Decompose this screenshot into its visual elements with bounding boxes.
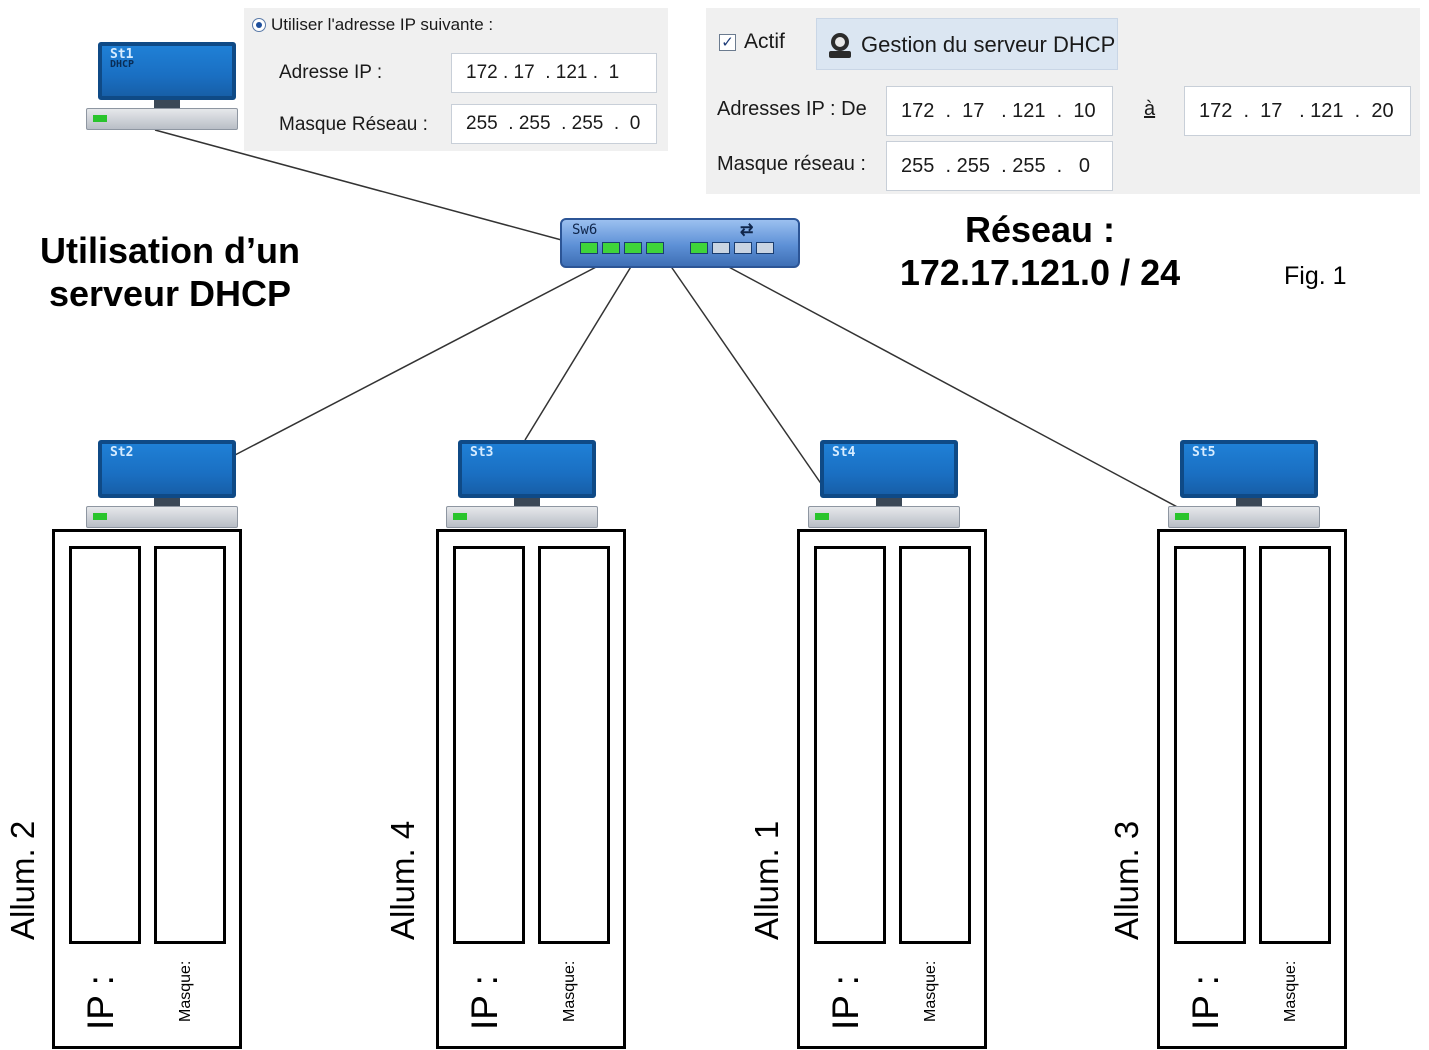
ip-label: IP : [80, 975, 121, 1030]
status-led [93, 115, 107, 122]
status-led [93, 513, 107, 520]
mask-answer-field[interactable] [538, 546, 610, 944]
ip-answer-field[interactable] [1174, 546, 1246, 944]
switch-port [734, 242, 752, 254]
station-answer-box: IP : Masque: [797, 529, 987, 1049]
computer-name: St3 [470, 445, 494, 460]
station-st4[interactable]: St4 [808, 440, 968, 540]
station-order-label: Allum. 3 [1108, 820, 1145, 940]
ip-label: IP : [825, 975, 866, 1030]
diagram-title: Utilisation d’un serveur DHCP [40, 230, 300, 314]
active-label: Actif [744, 30, 785, 53]
station-answer-box: IP : Masque: [1157, 529, 1347, 1049]
mask-label: Masque: [922, 960, 939, 1022]
switch-sw6[interactable]: Sw6 ⇄ [560, 218, 800, 268]
switch-port [580, 242, 598, 254]
station-order-label: Allum. 1 [748, 820, 785, 940]
switch-name: Sw6 [572, 222, 598, 238]
ip-answer-field[interactable] [69, 546, 141, 944]
station-order-label: Allum. 2 [4, 820, 41, 940]
static-ip-panel: Utiliser l'adresse IP suivante : Adresse… [244, 8, 668, 151]
subnet-mask-label: Masque Réseau : [279, 114, 428, 135]
network-address: 172.17.121.0 / 24 [899, 252, 1181, 293]
computer-base [86, 108, 238, 130]
mask-label: Masque: [1282, 960, 1299, 1022]
station-st3[interactable]: St3 [446, 440, 606, 540]
static-ip-radio-label: Utiliser l'adresse IP suivante : [271, 15, 494, 34]
station-answer-box: IP : Masque: [436, 529, 626, 1049]
switch-port [624, 242, 642, 254]
dhcp-mask-field[interactable]: 255 . 255 . 255 . 0 [886, 141, 1113, 191]
range-to-label: à [1144, 98, 1156, 120]
mask-answer-field[interactable] [1259, 546, 1331, 944]
link-st4-switch [669, 264, 823, 486]
monitor-screen: St4 [820, 440, 958, 498]
status-led [453, 513, 467, 520]
monitor-screen: St2 [98, 440, 236, 498]
mask-label: Masque: [177, 960, 194, 1022]
ip-range-label: Adresses IP : De [717, 98, 867, 120]
status-led [1175, 513, 1189, 520]
active-checkbox[interactable]: ✓ [719, 34, 736, 51]
range-end-field[interactable]: 172 . 17 . 121 . 20 [1184, 86, 1411, 136]
server-st1[interactable]: St1 DHCP [86, 42, 246, 142]
switch-port [602, 242, 620, 254]
network-label: Réseau : 172.17.121.0 / 24 [860, 208, 1220, 294]
switch-port [690, 242, 708, 254]
dhcp-management-label: Gestion du serveur DHCP [861, 32, 1116, 57]
mask-answer-field[interactable] [899, 546, 971, 944]
computer-role: DHCP [110, 59, 135, 70]
switch-port [712, 242, 730, 254]
computer-base [86, 506, 238, 528]
dhcp-management-button[interactable]: Gestion du serveur DHCP [816, 18, 1118, 70]
link-st1-switch [154, 129, 581, 246]
computer-name: St1 [110, 47, 134, 62]
station-order-label: Allum. 4 [384, 820, 421, 940]
ip-answer-field[interactable] [814, 546, 886, 944]
dhcp-server-icon [829, 33, 851, 58]
dhcp-mask-label: Masque réseau : [717, 153, 866, 175]
station-st2[interactable]: St2 [86, 440, 246, 540]
range-start-field[interactable]: 172 . 17 . 121 . 10 [886, 86, 1113, 136]
monitor-screen: St5 [1180, 440, 1318, 498]
ip-label: IP : [1185, 975, 1226, 1030]
static-ip-radio[interactable] [252, 18, 266, 32]
network-heading: Réseau : [964, 209, 1116, 250]
switch-arrows-icon: ⇄ [740, 222, 754, 239]
figure-label: Fig. 1 [1284, 262, 1347, 290]
computer-base [808, 506, 960, 528]
computer-base [1168, 506, 1320, 528]
computer-name: St4 [832, 445, 856, 460]
computer-name: St5 [1192, 445, 1216, 460]
ip-address-label: Adresse IP : [279, 62, 383, 83]
mask-answer-field[interactable] [154, 546, 226, 944]
station-answer-box: IP : Masque: [52, 529, 242, 1049]
ip-label: IP : [464, 975, 505, 1030]
switch-port [756, 242, 774, 254]
dhcp-panel: ✓ Actif Gestion du serveur DHCP Adresses… [706, 8, 1420, 194]
status-led [815, 513, 829, 520]
computer-name: St2 [110, 445, 134, 460]
monitor-screen: St1 DHCP [98, 42, 236, 100]
ip-address-field[interactable]: 172 . 17 . 121 . 1 [451, 53, 657, 93]
monitor-screen: St3 [458, 440, 596, 498]
switch-port [646, 242, 664, 254]
ip-answer-field[interactable] [453, 546, 525, 944]
link-st2-switch [234, 264, 601, 456]
computer-base [446, 506, 598, 528]
link-st5-switch [724, 264, 1197, 518]
link-st3-switch [524, 264, 633, 441]
mask-label: Masque: [561, 960, 578, 1022]
subnet-mask-field[interactable]: 255 . 255 . 255 . 0 [451, 104, 657, 144]
station-st5[interactable]: St5 [1168, 440, 1328, 540]
